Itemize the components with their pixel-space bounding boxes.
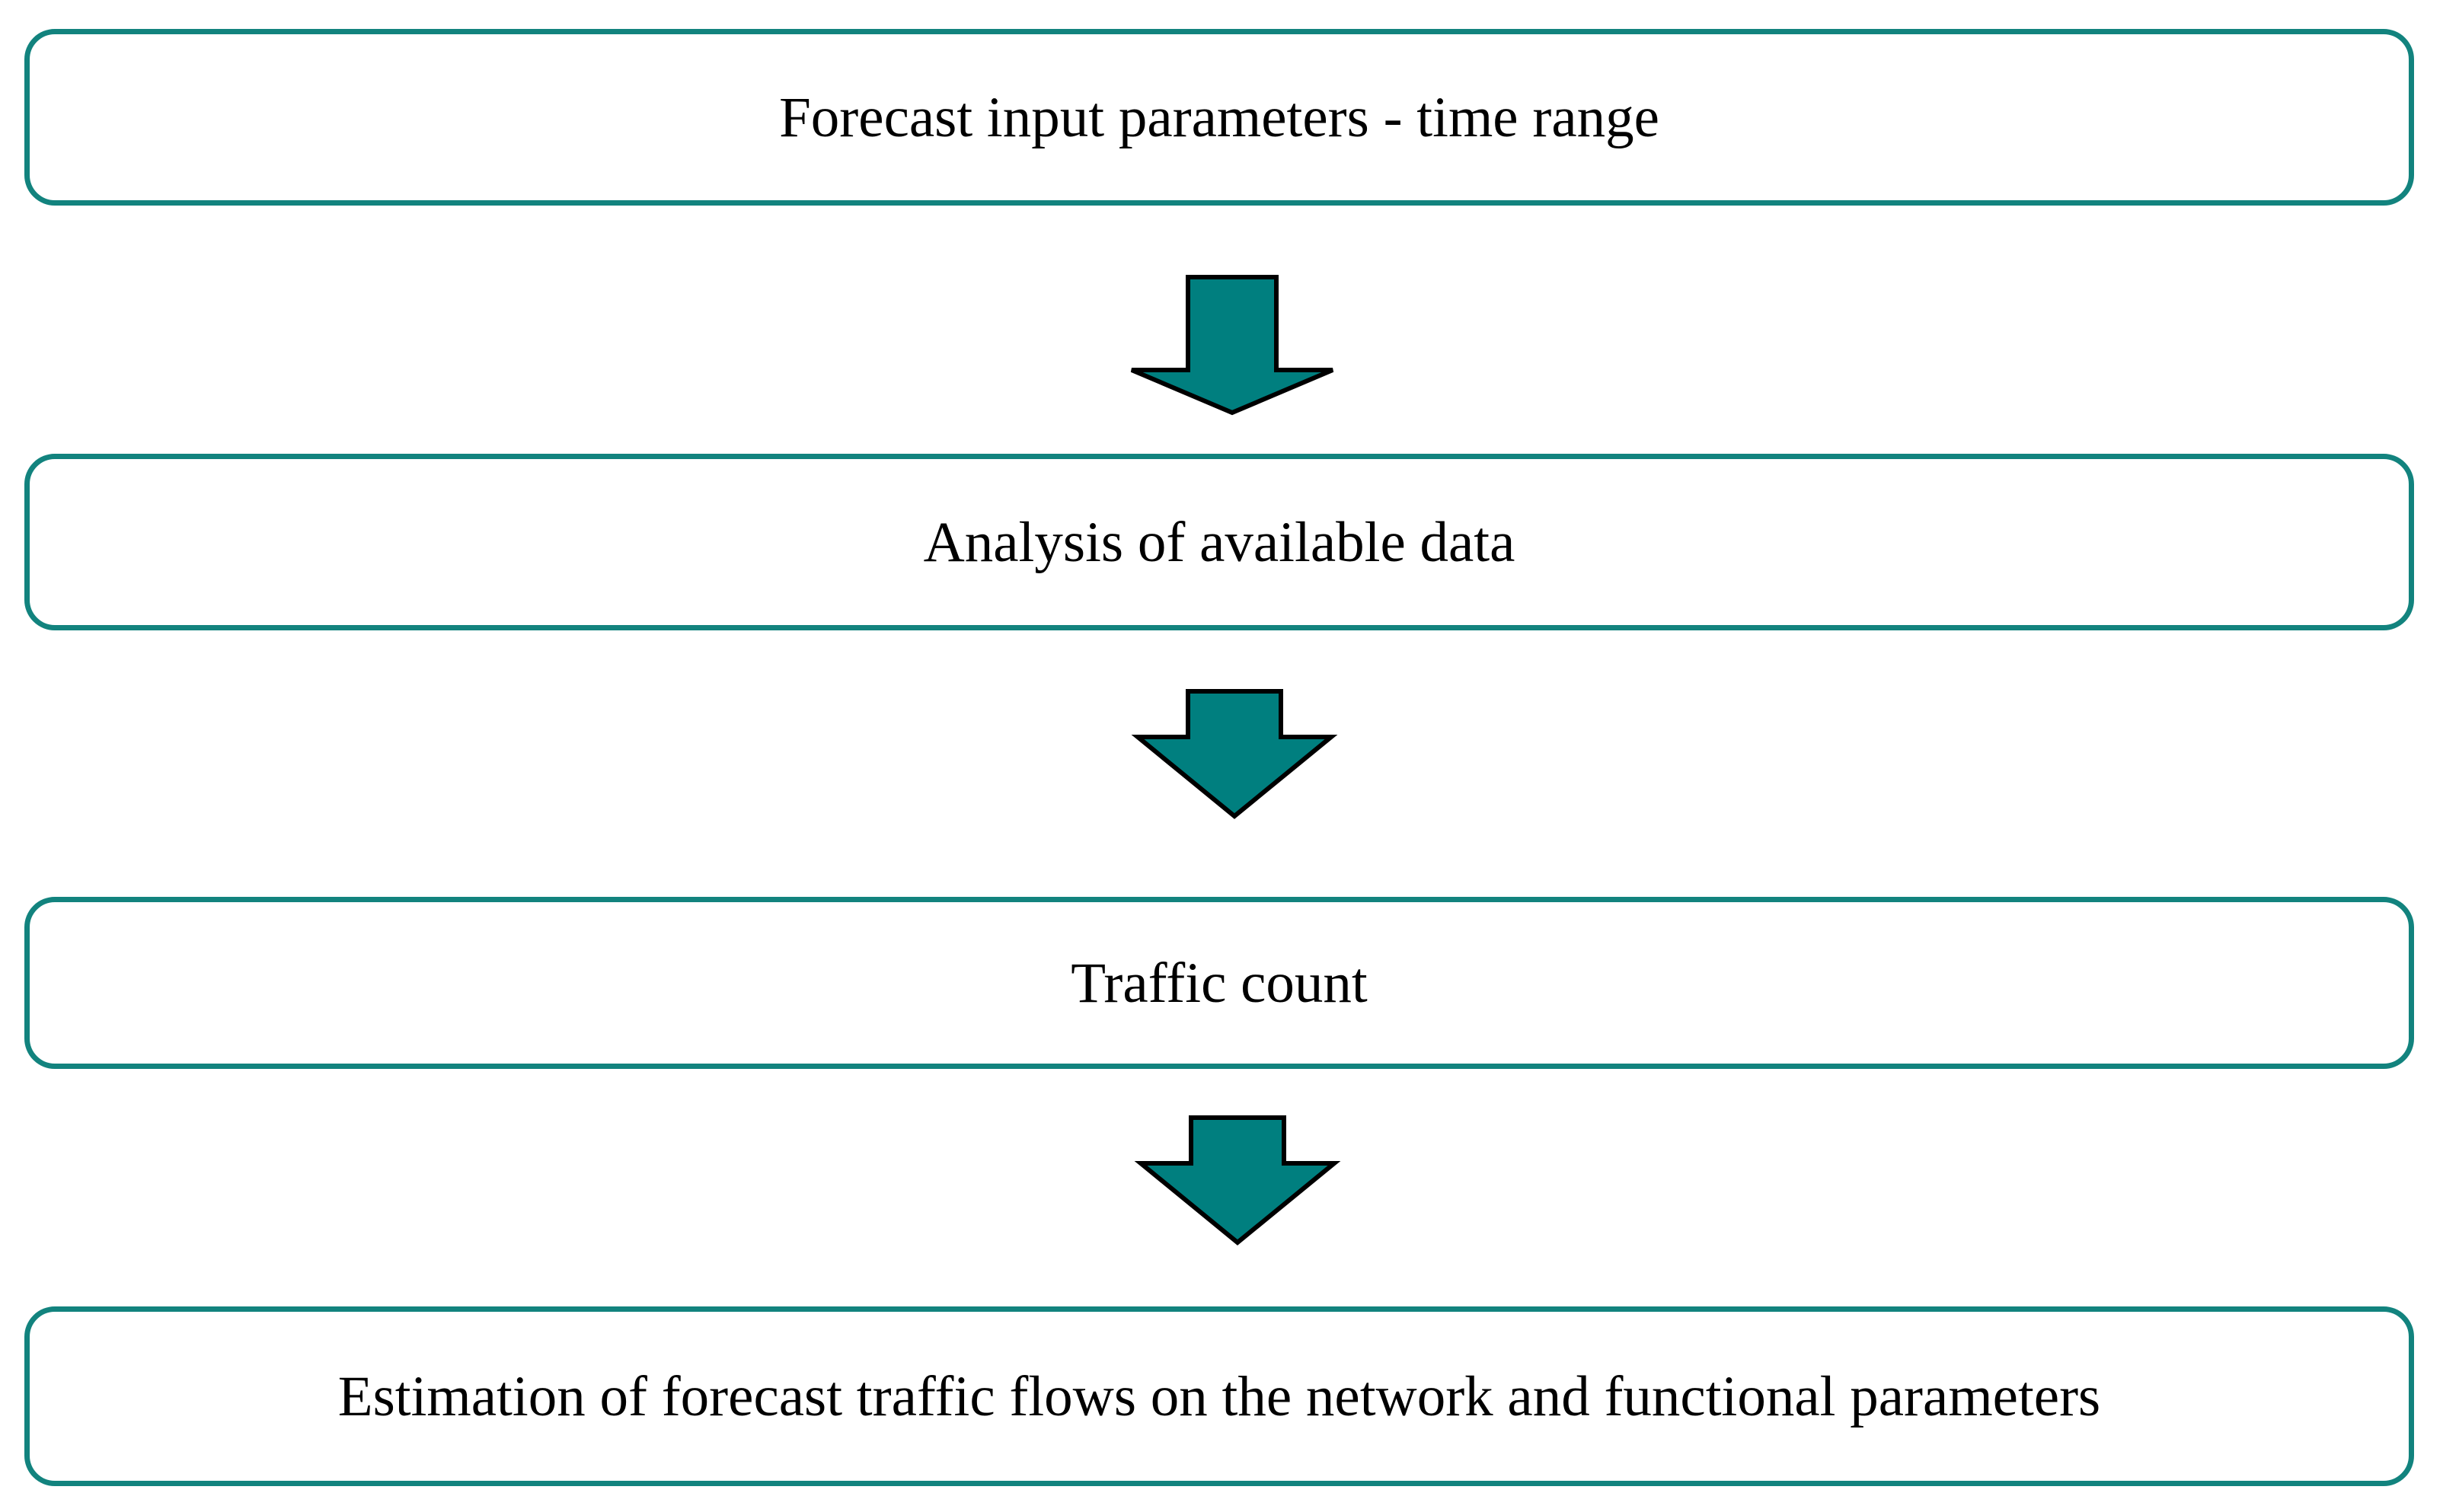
step-label: Forecast input parameters - time range (779, 85, 1659, 149)
down-arrow-icon (1134, 1115, 1341, 1246)
step-box-analysis-of-available-data: Analysis of available data (24, 454, 2414, 630)
step-box-estimation-of-forecast-traffic-flows: Estimation of forecast traffic flows on … (24, 1306, 2414, 1486)
step-label: Estimation of forecast traffic flows on … (337, 1364, 2101, 1428)
step-box-forecast-input-parameters: Forecast input parameters - time range (24, 29, 2414, 206)
down-arrow-icon (1131, 689, 1338, 819)
down-arrow-icon (1130, 275, 1334, 416)
step-box-traffic-count: Traffic count (24, 897, 2414, 1069)
step-label: Traffic count (1071, 951, 1368, 1015)
step-label: Analysis of available data (923, 510, 1515, 574)
